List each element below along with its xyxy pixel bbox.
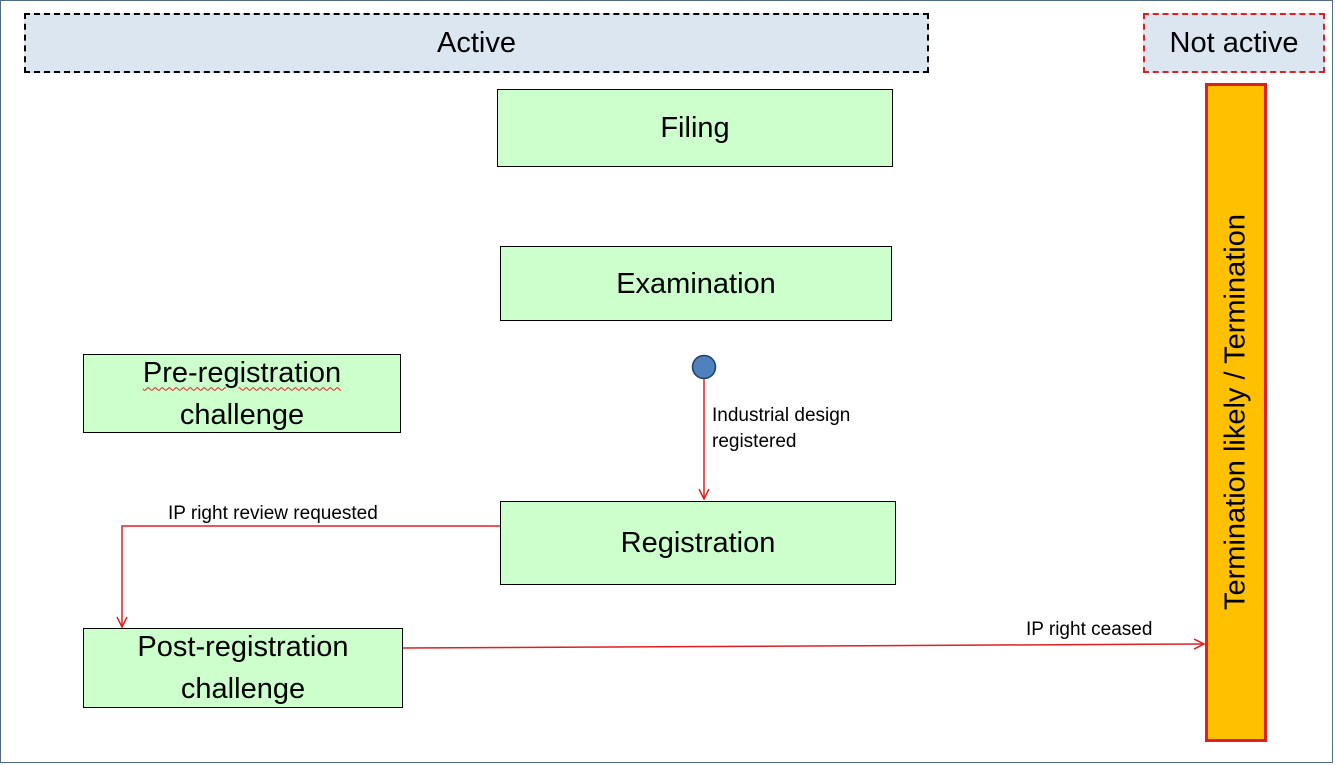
transition-review-requested-line <box>122 526 500 627</box>
transition-design-registered-line2: registered <box>712 429 850 455</box>
transition-design-registered-label: Industrial design registered <box>712 403 850 455</box>
transition-right-ceased-label: IP right ceased <box>1026 617 1152 643</box>
transition-design-registered-line1: Industrial design <box>712 403 850 429</box>
start-node <box>693 356 716 379</box>
transition-right-ceased-line <box>403 644 1204 648</box>
transition-review-requested-label: IP right review requested <box>168 501 378 527</box>
